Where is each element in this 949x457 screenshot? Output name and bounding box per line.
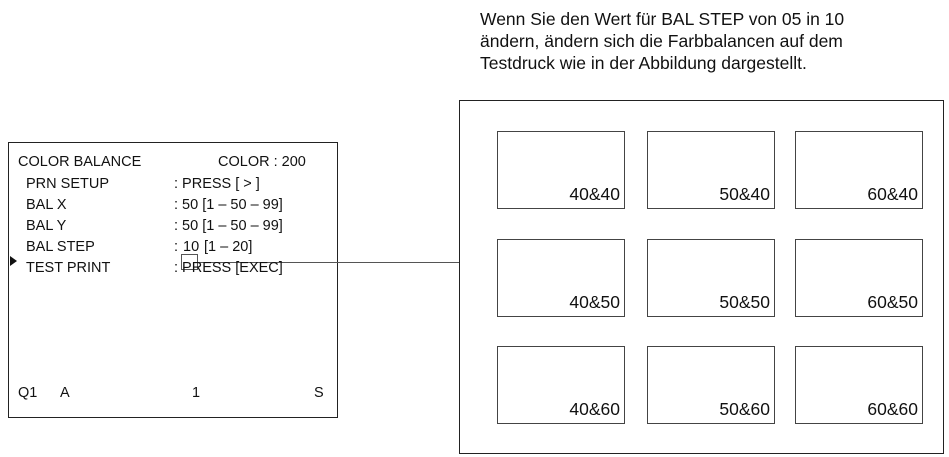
menu-row-label: BAL STEP xyxy=(26,239,95,255)
swatch-label: 40&60 xyxy=(569,399,620,419)
menu-row-value: : 50 [1 – 50 – 99] xyxy=(174,218,283,234)
swatch-60-60: 60&60 xyxy=(795,346,923,424)
swatch-40-50: 40&50 xyxy=(497,239,625,317)
menu-row-label: TEST PRINT xyxy=(26,260,111,276)
cursor-arrow-icon xyxy=(10,256,17,266)
menu-row-label: BAL X xyxy=(26,197,67,213)
caption-text: Wenn Sie den Wert für BAL STEP von 05 in… xyxy=(480,8,945,74)
swatch-40-60: 40&60 xyxy=(497,346,625,424)
swatch-label: 50&40 xyxy=(719,184,770,204)
swatch-50-50: 50&50 xyxy=(647,239,775,317)
swatch-40-40: 40&40 xyxy=(497,131,625,209)
color-balance-menu xyxy=(8,142,338,418)
caption-line: Wenn Sie den Wert für BAL STEP von 05 in… xyxy=(480,9,845,29)
caption-line: Testdruck wie in der Abbildung dargestel… xyxy=(480,53,807,73)
swatch-label: 60&60 xyxy=(867,399,918,419)
swatch-60-50: 60&50 xyxy=(795,239,923,317)
swatch-label: 40&50 xyxy=(569,292,620,312)
swatch-label: 60&50 xyxy=(867,292,918,312)
menu-row-label: PRN SETUP xyxy=(26,176,109,192)
bal-step-value[interactable]: 10 xyxy=(183,239,200,255)
test-print-illustration xyxy=(459,100,944,454)
menu-row-value: : PRESS [EXEC] xyxy=(174,260,283,276)
menu-row-colon: : xyxy=(174,239,179,255)
menu-row-range: [1 – 20] xyxy=(204,239,253,255)
footer-s: S xyxy=(314,385,324,401)
swatch-60-40: 60&40 xyxy=(795,131,923,209)
menu-row-value: : 50 [1 – 50 – 99] xyxy=(174,197,283,213)
bal-step-highlight xyxy=(181,254,198,270)
swatch-label: 50&50 xyxy=(719,292,770,312)
swatch-label: 50&60 xyxy=(719,399,770,419)
swatch-50-40: 50&40 xyxy=(647,131,775,209)
swatch-50-60: 50&60 xyxy=(647,346,775,424)
menu-row-value: : PRESS [ > ] xyxy=(174,176,260,192)
swatch-label: 40&40 xyxy=(569,184,620,204)
footer-a: A xyxy=(60,385,70,401)
swatch-label: 60&40 xyxy=(867,184,918,204)
footer-q: Q1 xyxy=(18,385,38,401)
footer-page: 1 xyxy=(192,385,201,401)
caption-line: ändern, ändern sich die Farbbalancen auf… xyxy=(480,31,843,51)
callout-line xyxy=(198,262,459,263)
menu-title-right: COLOR : 200 xyxy=(218,154,306,170)
menu-row-label: BAL Y xyxy=(26,218,67,234)
menu-title-left: COLOR BALANCE xyxy=(18,154,142,170)
